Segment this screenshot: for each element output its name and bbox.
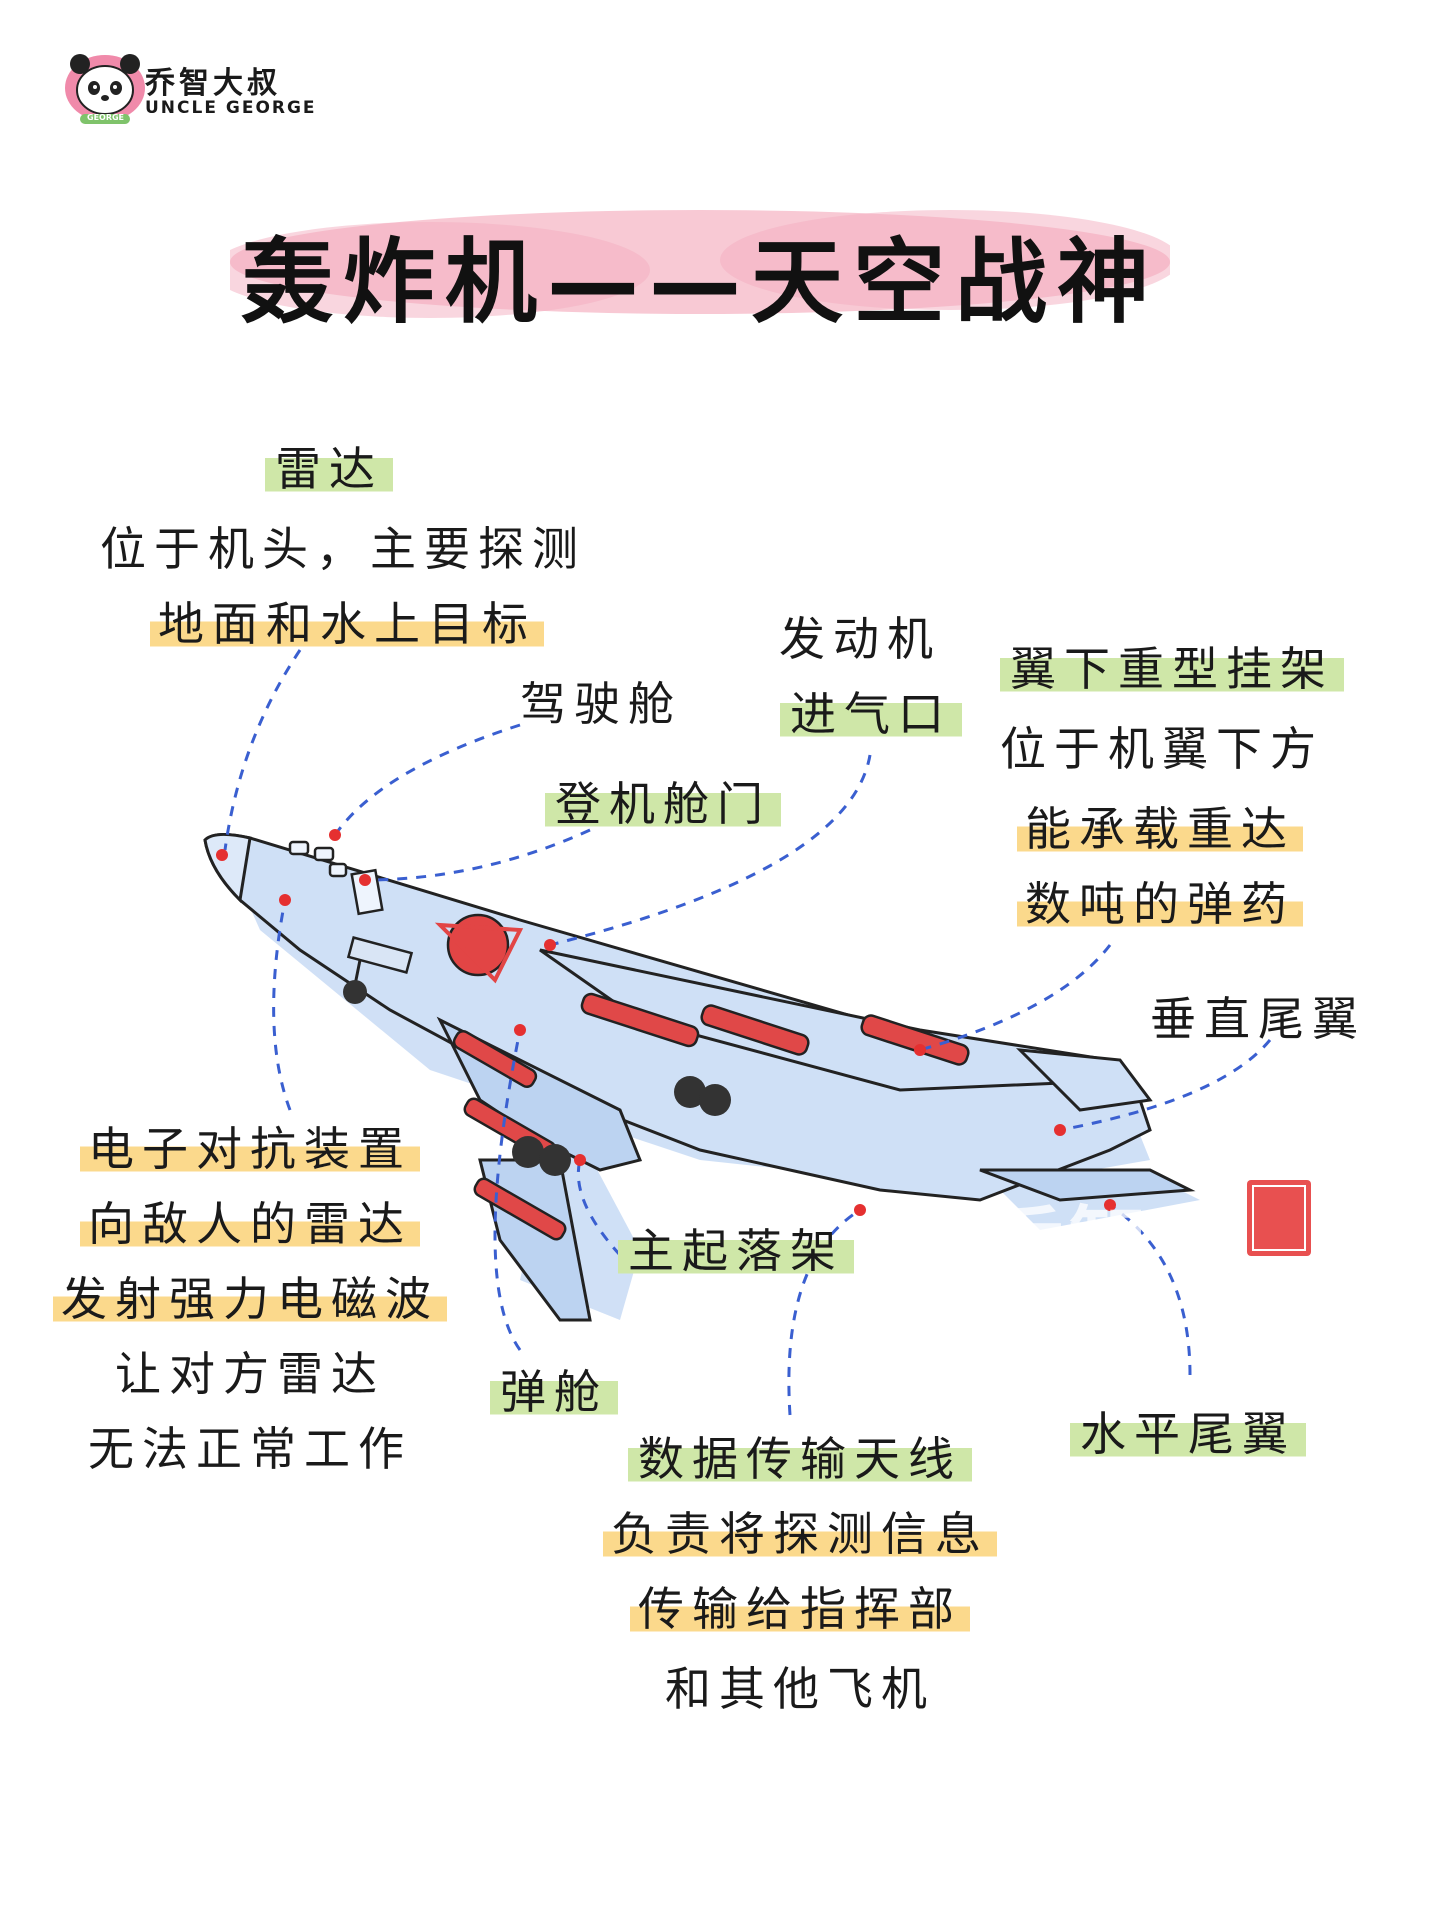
panda-icon [65,54,145,124]
engines [512,1076,731,1176]
ecm-desc-4: 无法正常工作 [88,1422,412,1476]
pylon-desc-3: 数吨的弹药 [1000,875,1320,933]
nose-cone [203,833,252,904]
marker-dots [216,829,1116,1216]
ecm-desc-3: 让对方雷达 [115,1347,385,1401]
pylon-desc-1: 位于机翼下方 [1000,722,1324,776]
engine-intake-label-2: 进气口 [780,685,962,743]
pylon-desc-2: 能承载重达 [1000,800,1320,858]
pylon-title: 翼下重型挂架 [1000,640,1344,698]
engine-intake-label-1: 发动机 [779,612,941,666]
brand-logo: GEORGE [60,50,150,125]
datalink-desc-1: 负责将探测信息 [600,1505,1000,1563]
bomb-bay-label: 弹舱 [490,1363,618,1421]
cockpit-label: 驾驶舱 [520,677,682,731]
leader-lines [223,649,1272,1416]
title-block: 轰炸机——天空战神 [230,200,1170,336]
ecm-desc-2: 发射强力电磁波 [50,1270,450,1328]
roundel [446,913,510,977]
radar-desc-2: 地面和水上目标 [150,595,544,653]
vertical-tail [1015,1048,1153,1112]
seal-stamp [1245,1178,1313,1258]
main-gear-label: 主起落架 [618,1222,854,1280]
cockpit-windows [288,840,348,878]
boarding-door-label: 登机舱门 [545,775,781,833]
title-highlight [230,210,1170,318]
ecm-desc-1: 向敌人的雷达 [80,1195,420,1253]
page-title: 轰炸机——天空战神 [240,229,1159,336]
nose-gear [343,936,414,1004]
watermark: @乔智 [900,1198,1152,1291]
radar-desc-1: 位于机头，主要探测 [100,522,586,576]
brand-name-en: UNCLE GEORGE [145,98,317,118]
horizontal-tail-label: 水平尾翼 [1070,1405,1306,1463]
radar-title: 雷达 [265,440,393,498]
datalink-title: 数据传输天线 [610,1430,990,1488]
brand-name-cn: 乔智大叔 [145,66,281,101]
logo-badge: GEORGE [87,113,125,122]
ecm-title: 电子对抗装置 [80,1120,420,1178]
vertical-tail-label: 垂直尾翼 [1150,992,1366,1046]
datalink-desc-3: 和其他飞机 [665,1662,935,1716]
datalink-desc-2: 传输给指挥部 [610,1580,990,1638]
horizontal-tail [979,1168,1196,1202]
